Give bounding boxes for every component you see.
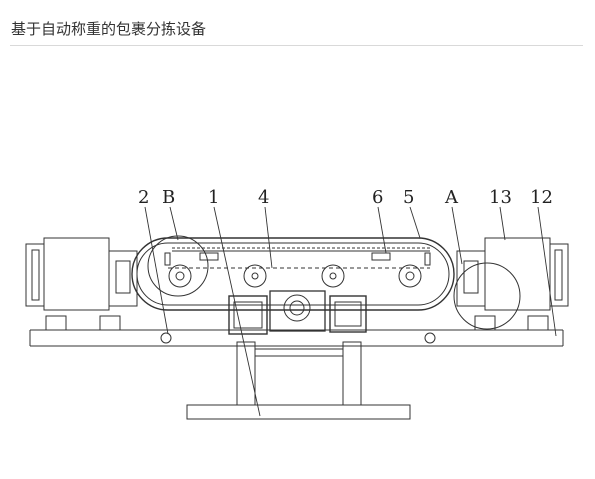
label-1: 1 — [208, 187, 219, 208]
leader-lines — [144, 206, 557, 417]
title-divider — [10, 45, 583, 46]
detail-circle-b — [147, 235, 209, 297]
right-unit — [424, 237, 569, 344]
label-12: 12 — [530, 187, 553, 208]
label-2: 2 — [138, 187, 149, 208]
part-labels: 2 B 1 4 6 5 A 13 12 — [138, 187, 553, 208]
label-6: 6 — [372, 187, 383, 208]
conveyor-belt — [131, 237, 455, 311]
motor-assembly — [228, 290, 367, 335]
detail-circle-a — [453, 262, 521, 330]
label-5: 5 — [403, 187, 414, 208]
title-bar: 基于自动称重的包裹分拣设备 — [0, 0, 595, 46]
diagram-figure: 2 B 1 4 6 5 A 13 12 — [0, 46, 595, 475]
left-unit — [25, 237, 172, 344]
sorting-device-drawing: 2 B 1 4 6 5 A 13 12 — [25, 187, 569, 420]
label-13: 13 — [489, 187, 512, 208]
label-a: A — [444, 187, 459, 208]
pedestal — [186, 341, 411, 420]
page-title: 基于自动称重的包裹分拣设备 — [11, 20, 207, 38]
label-b: B — [162, 187, 175, 208]
main-frame — [29, 329, 564, 347]
label-4: 4 — [258, 187, 269, 208]
